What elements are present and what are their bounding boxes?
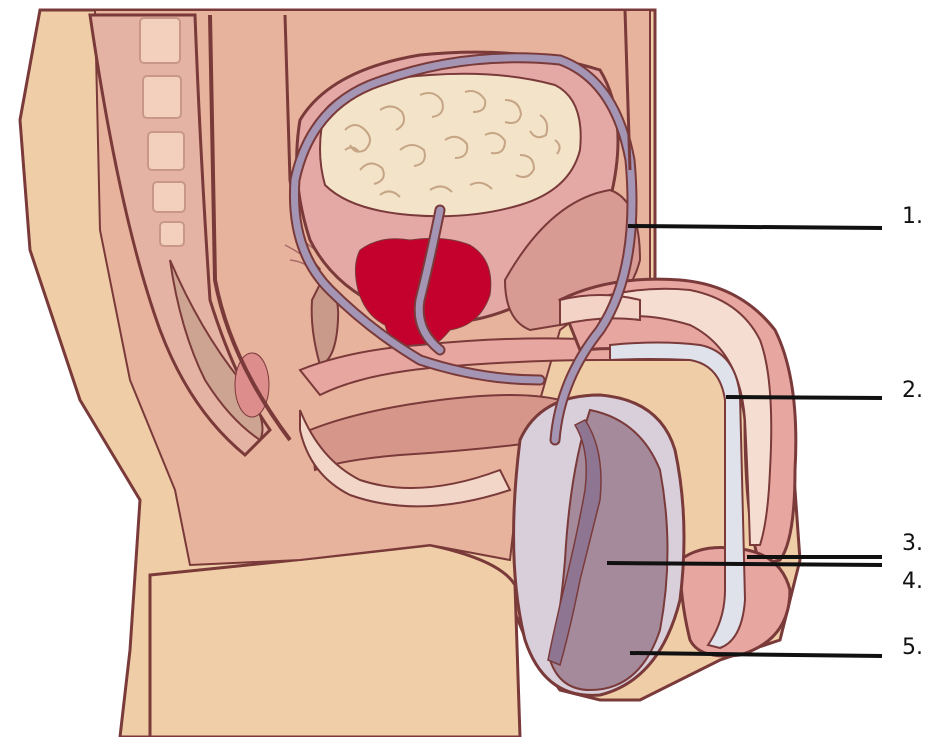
label-4: 4. [902,571,923,593]
leader-line-2 [726,397,882,398]
label-5: 5. [902,637,923,659]
leader-line-1 [628,226,882,228]
label-2: 2. [902,380,923,402]
label-3: 3. [902,533,923,555]
leader-line-4 [607,563,882,565]
label-1: 1. [902,206,923,228]
thigh-region [150,545,520,737]
